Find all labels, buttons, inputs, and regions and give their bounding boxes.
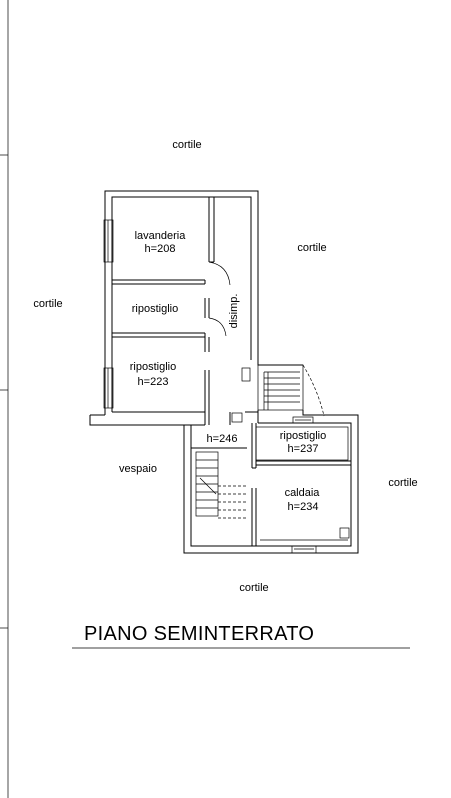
plan-title: PIANO SEMINTERRATO xyxy=(84,623,314,645)
room-disimpegno-name: disimp. xyxy=(228,294,240,329)
label-cortile-bottom: cortile xyxy=(239,582,268,594)
room-disimpegno-height: h=246 xyxy=(207,433,238,445)
room-ripostiglio-2-height: h=223 xyxy=(138,376,169,388)
stair-upper xyxy=(257,364,325,417)
room-caldaia-name: caldaia xyxy=(285,487,321,499)
label-cortile-right-lower: cortile xyxy=(388,477,417,489)
label-vespaio: vespaio xyxy=(119,463,157,475)
stair-lower xyxy=(195,451,248,519)
room-ripostiglio-1-name: ripostiglio xyxy=(132,303,178,315)
room-ripostiglio-2-name: ripostiglio xyxy=(130,361,176,373)
label-cortile-top: cortile xyxy=(172,139,201,151)
label-cortile-right-upper: cortile xyxy=(297,242,326,254)
lower-wing-walls xyxy=(183,410,359,554)
upper-wing-walls xyxy=(89,190,303,426)
room-lavanderia-height: h=208 xyxy=(145,243,176,255)
room-lavanderia-name: lavanderia xyxy=(135,230,187,242)
room-ripostiglio-3-name: ripostiglio xyxy=(280,430,326,442)
page-border xyxy=(0,0,9,798)
room-caldaia-height: h=234 xyxy=(288,501,319,513)
room-ripostiglio-3-height: h=237 xyxy=(288,443,319,455)
label-cortile-left: cortile xyxy=(33,298,62,310)
